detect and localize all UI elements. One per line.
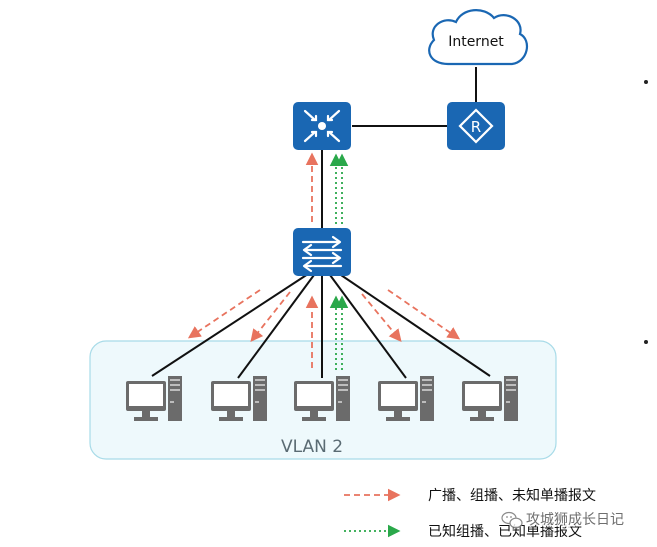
link-access-host-5 — [337, 272, 491, 377]
router-glyph: R — [471, 118, 481, 136]
flood-arrow-host-2 — [250, 291, 291, 342]
watermark-text: 攻城狮成长日记 — [526, 512, 624, 528]
legend: 广播、组播、未知单播报文 已知组播、已知单播报文 — [344, 487, 596, 540]
link-access-host-1 — [151, 273, 309, 377]
bullet-dot — [644, 80, 648, 84]
layer2-switch-icon — [301, 235, 343, 273]
legend-label-known: 已知组播、已知单播报文 — [428, 523, 582, 540]
router-icon: R — [458, 108, 494, 144]
wechat-icon — [501, 511, 523, 529]
legend-label-flooded: 广播、组播、未知单播报文 — [428, 487, 596, 504]
bullet-dot — [644, 340, 648, 344]
internet-label: Internet — [448, 34, 504, 50]
flood-arrow-host-1 — [187, 289, 261, 339]
flood-arrow-host-5 — [387, 289, 461, 340]
layer3-switch-icon — [303, 109, 341, 143]
known-traffic-arrows — [329, 153, 349, 370]
flood-arrow-host-4 — [361, 293, 402, 342]
access-switch — [293, 228, 351, 276]
router: R — [447, 102, 505, 150]
core-switch — [293, 102, 351, 150]
link-access-host-2 — [237, 274, 315, 379]
links — [151, 67, 491, 379]
link-access-host-4 — [329, 274, 407, 379]
internet-cloud: Internet — [428, 9, 529, 66]
vlan-label: VLAN 2 — [281, 437, 343, 457]
watermark: 攻城狮成长日记 — [501, 511, 626, 530]
flooded-traffic-arrows — [187, 152, 461, 368]
cloud-icon — [428, 9, 529, 66]
